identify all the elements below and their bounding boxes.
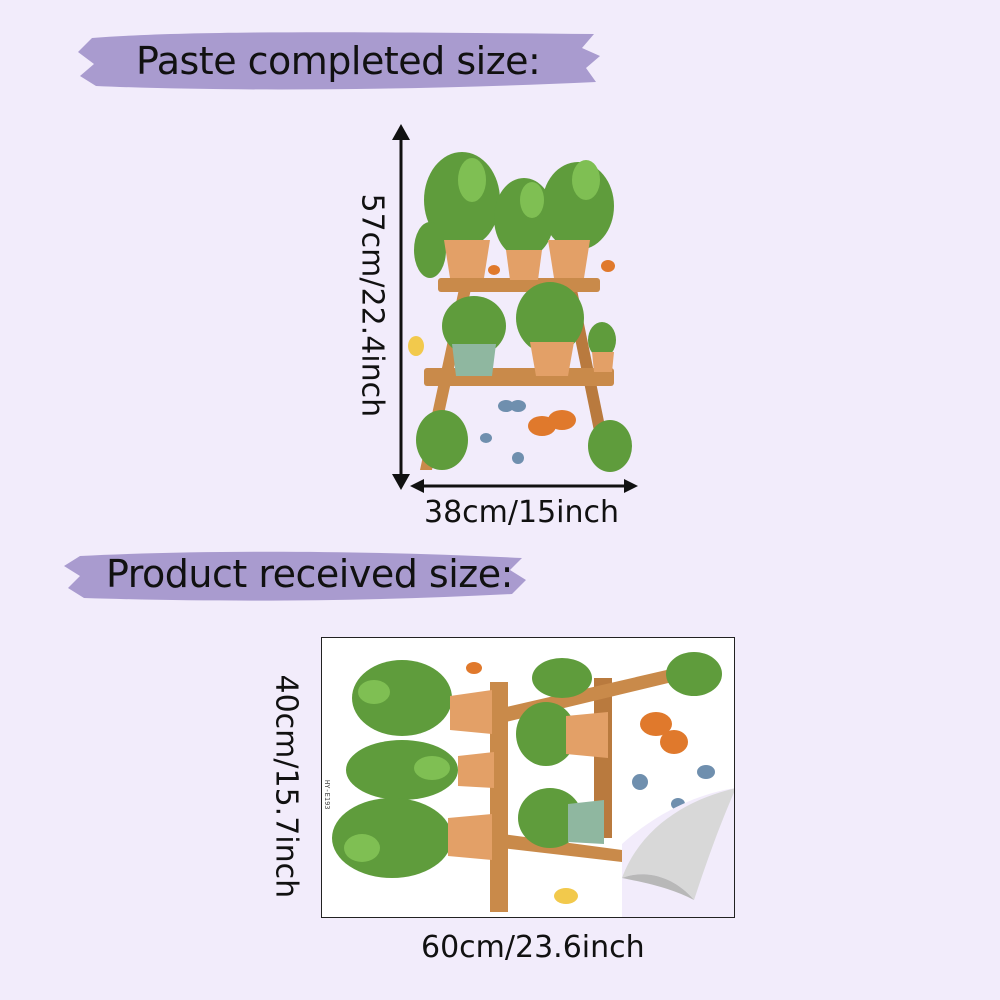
completed-size-title: Paste completed size: <box>136 39 541 83</box>
height-arrow <box>392 124 410 490</box>
received-width-label: 60cm/23.6inch <box>421 930 645 965</box>
sheet-code-label: HY-E193 <box>323 780 331 810</box>
completed-height-label: 57cm/22.4inch <box>354 193 390 418</box>
width-arrow <box>410 479 638 493</box>
received-size-title: Product received size: <box>106 552 513 596</box>
completed-size-banner: Paste completed size: <box>74 24 604 100</box>
received-height-label: 40cm/15.7inch <box>268 674 304 899</box>
brush-stroke-shape <box>78 32 600 90</box>
plant-stand-illustration <box>408 152 632 472</box>
sticker-sheet <box>321 637 735 918</box>
sticker-sheet-artwork <box>332 652 734 917</box>
completed-width-label: 38cm/15inch <box>424 495 620 530</box>
brush-stroke-shape <box>64 551 526 601</box>
received-size-banner: Product received size: <box>60 546 530 606</box>
